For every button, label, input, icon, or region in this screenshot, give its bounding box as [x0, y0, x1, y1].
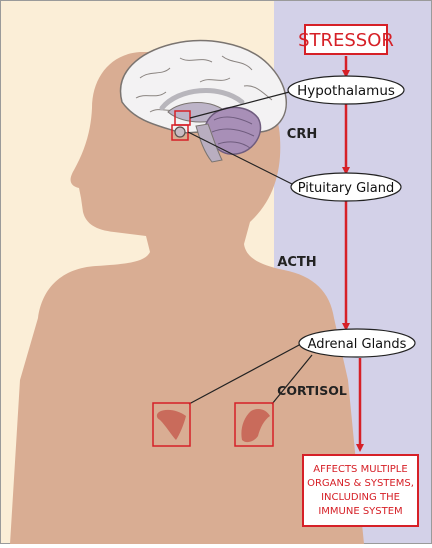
effect-line-3: INCLUDING THE [321, 492, 400, 503]
pituitary-label: Pituitary Gland [298, 181, 395, 196]
effect-line-1: AFFECTS MULTIPLE [313, 464, 407, 475]
adrenal-label: Adrenal Glands [308, 337, 407, 352]
cortisol-label: CORTISOL [277, 383, 347, 398]
pituitary-structure [175, 127, 185, 137]
stressor-label: STRESSOR [298, 30, 394, 51]
effect-line-4: IMMUNE SYSTEM [318, 506, 402, 517]
crh-label: CRH [287, 127, 317, 142]
acth-label: ACTH [277, 255, 316, 270]
effect-line-2: ORGANS & SYSTEMS, [307, 478, 414, 489]
hypothalamus-label: Hypothalamus [297, 83, 395, 99]
